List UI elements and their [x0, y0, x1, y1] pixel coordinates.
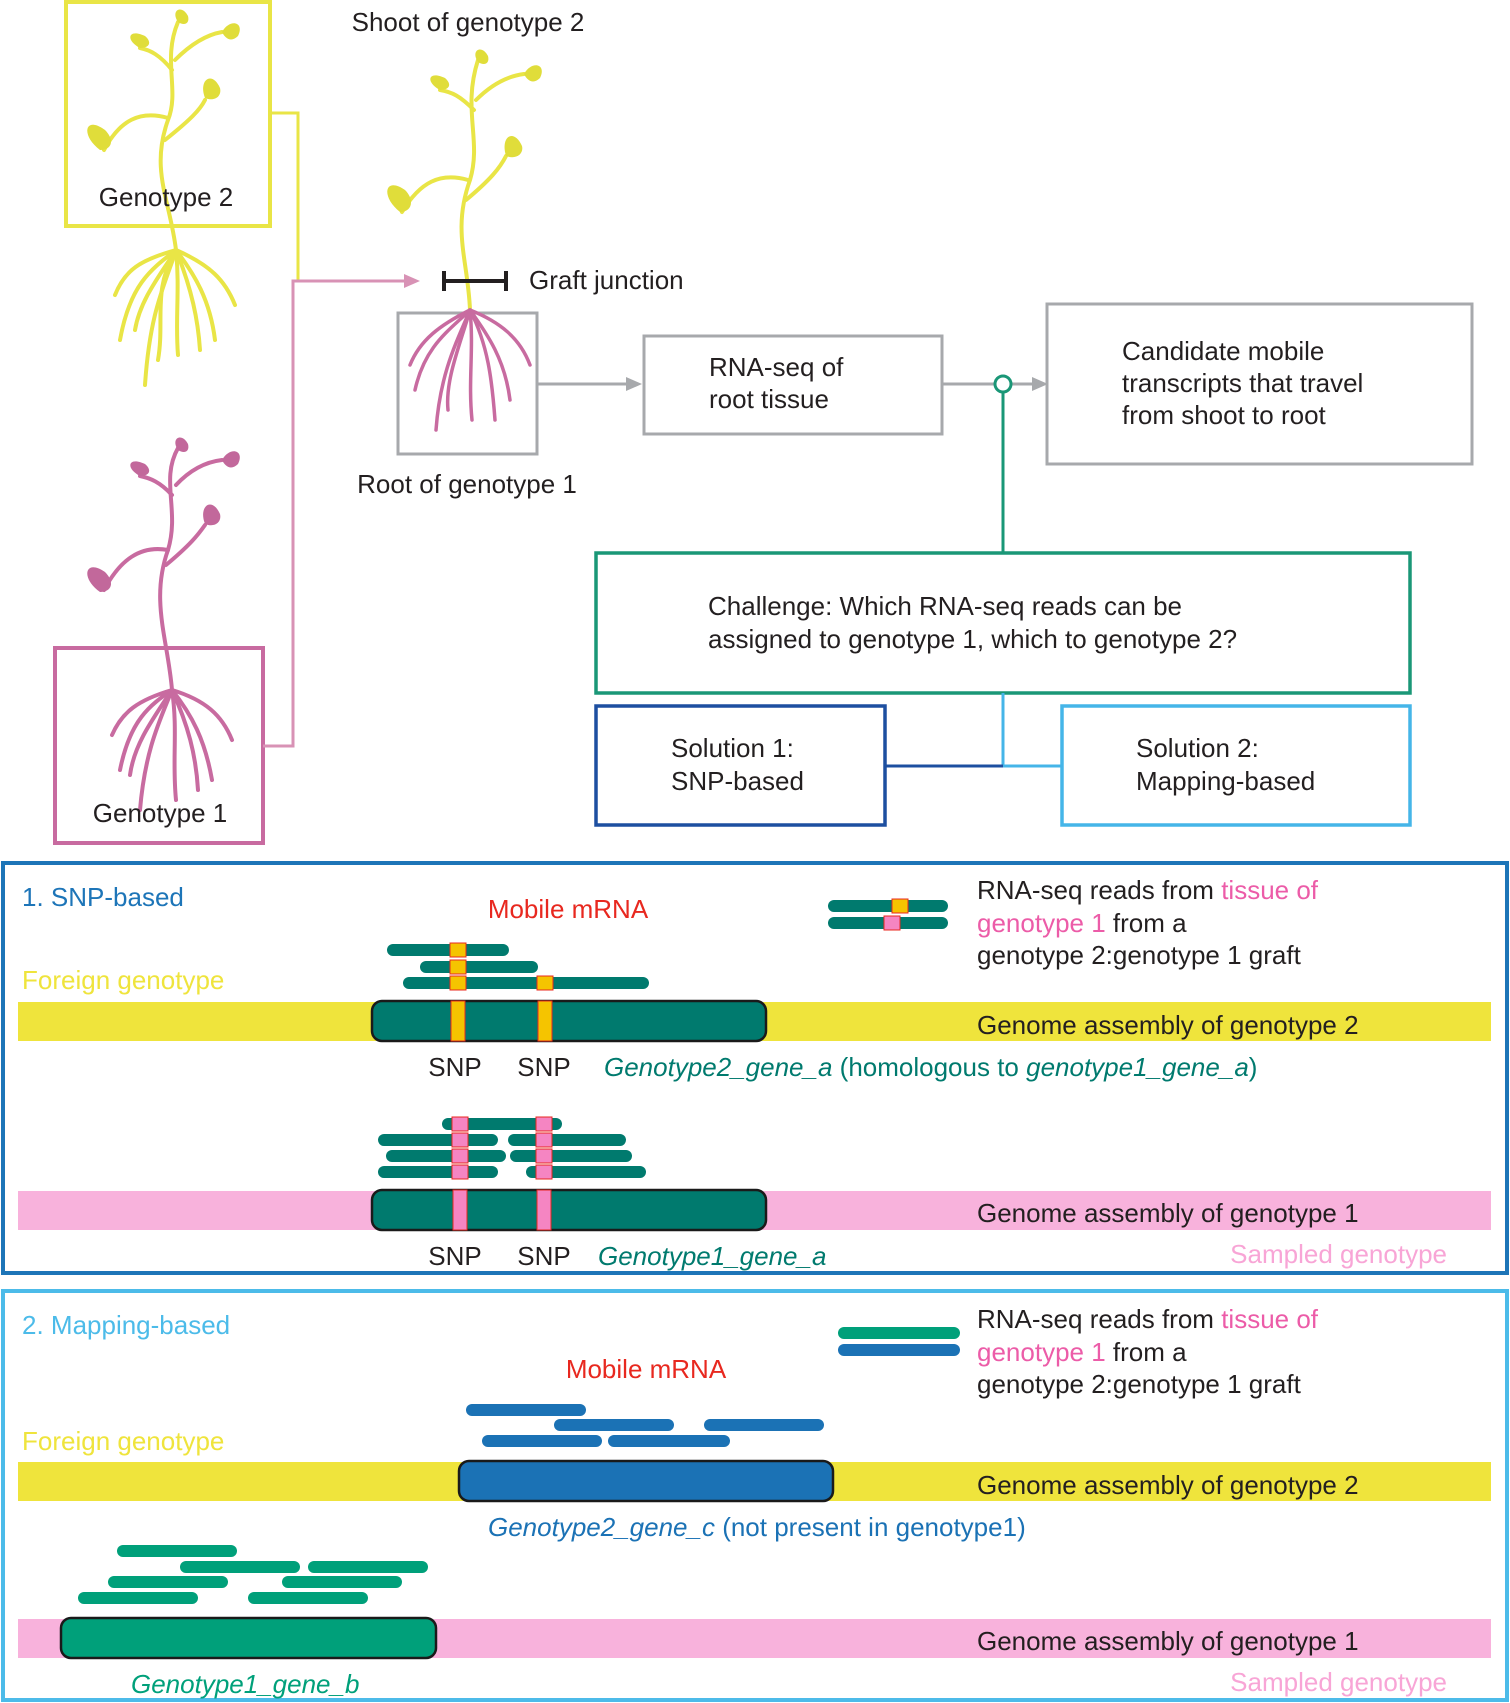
- genotype1-leaves: [87, 437, 240, 592]
- solution2-box: [1060, 704, 1412, 827]
- snp-label-gene1-a: SNP: [428, 1241, 481, 1271]
- solution1-box: [594, 704, 887, 827]
- mapping-mobile-mrna-label: Mobile mRNA: [566, 1354, 727, 1384]
- snp-panel-title: 1. SNP-based: [22, 882, 184, 912]
- snp-sampled-genotype-label: Sampled genotype: [1230, 1239, 1447, 1269]
- candidate-box-line2: transcripts that travel: [1122, 368, 1363, 398]
- genotype1-box-label: Genotype 1: [93, 798, 227, 828]
- snp-marker-gene2-a: [450, 1000, 466, 1042]
- snp-legend-line2: genotype 1 from a: [977, 908, 1187, 938]
- candidate-box-line3: from shoot to root: [1122, 400, 1327, 430]
- rnaseq-box-line2: root tissue: [709, 384, 829, 414]
- graft-arrowhead: [404, 274, 420, 288]
- snp-genotype1-gene: [370, 1188, 768, 1232]
- snp-label-gene1-b: SNP: [517, 1241, 570, 1271]
- mapping-genotype1-gene: [59, 1616, 438, 1660]
- mapping-gene1-caption: Genotype1_gene_b: [131, 1669, 359, 1699]
- genotype2-leaves: [87, 9, 240, 150]
- snp-gene1-caption: Genotype1_gene_a: [598, 1241, 826, 1271]
- snp-marker-gene1-b: [536, 1189, 552, 1231]
- mapping-gene2-caption: Genotype2_gene_c (not present in genotyp…: [488, 1512, 1026, 1542]
- mapping-assembly2-label: Genome assembly of genotype 2: [977, 1470, 1359, 1500]
- mapping-assembly1-label: Genome assembly of genotype 1: [977, 1626, 1359, 1656]
- mapping-genotype2-gene: [457, 1459, 835, 1503]
- mapping-panel-title: 2. Mapping-based: [22, 1310, 230, 1340]
- snp-legend-reads: [828, 898, 948, 931]
- mapping-foreign-genotype-label: Foreign genotype: [22, 1426, 224, 1456]
- snp-legend-line1: RNA-seq reads from tissue of: [977, 875, 1319, 905]
- rnaseq-arrowhead: [626, 377, 642, 391]
- mapping-legend-reads: [838, 1327, 960, 1356]
- solution2-box-line1: Solution 2:: [1136, 733, 1259, 763]
- genotype2-connector: [270, 111, 300, 280]
- snp-genotype2-reads: [387, 942, 649, 991]
- snp-label-gene2-b: SNP: [517, 1052, 570, 1082]
- snp-genotype2-gene: [370, 999, 768, 1043]
- snp-genotype1-reads: [378, 1116, 646, 1180]
- mapping-genotype1-reads: [78, 1545, 428, 1604]
- mapping-genotype2-reads: [466, 1404, 824, 1447]
- mapping-sampled-genotype-label: Sampled genotype: [1230, 1667, 1447, 1697]
- solution2-box-line2: Mapping-based: [1136, 766, 1315, 796]
- genotype1-plant-illustration: [102, 446, 234, 812]
- rnaseq-box-line1: RNA-seq of: [709, 352, 844, 382]
- root-label: Root of genotype 1: [357, 469, 577, 499]
- snp-gene2-caption: Genotype2_gene_a (homologous to genotype…: [604, 1052, 1257, 1082]
- snp-mobile-mrna-label: Mobile mRNA: [488, 894, 649, 924]
- mapping-legend-line2: genotype 1 from a: [977, 1337, 1187, 1367]
- shoot-label: Shoot of genotype 2: [352, 7, 585, 37]
- grafted-root-illustration: [408, 308, 532, 432]
- solution1-box-line1: Solution 1:: [671, 733, 794, 763]
- mapping-legend-line3: genotype 2:genotype 1 graft: [977, 1369, 1302, 1399]
- snp-marker-gene1-a: [452, 1189, 468, 1231]
- snp-foreign-genotype-label: Foreign genotype: [22, 965, 224, 995]
- root-box: [396, 311, 539, 456]
- graft-junction-label: Graft junction: [529, 265, 684, 295]
- mapping-legend-line1: RNA-seq reads from tissue of: [977, 1304, 1319, 1334]
- snp-marker-gene2-b: [537, 1000, 553, 1042]
- candidate-arrowhead: [1032, 377, 1048, 391]
- genotype2-box-label: Genotype 2: [99, 182, 233, 212]
- genotype1-connector: [263, 279, 410, 748]
- snp-assembly2-label: Genome assembly of genotype 2: [977, 1010, 1359, 1040]
- challenge-box-line1: Challenge: Which RNA-seq reads can be: [708, 591, 1182, 621]
- challenge-box: [594, 551, 1412, 695]
- challenge-box-line2: assigned to genotype 1, which to genotyp…: [708, 624, 1237, 654]
- grafted-shoot-leaves: [387, 49, 542, 212]
- solution1-box-line2: SNP-based: [671, 766, 804, 796]
- snp-label-gene2-a: SNP: [428, 1052, 481, 1082]
- snp-assembly1-label: Genome assembly of genotype 1: [977, 1198, 1359, 1228]
- graft-junction-marker: [442, 271, 508, 291]
- challenge-node: [993, 374, 1013, 394]
- snp-legend-line3: genotype 2:genotype 1 graft: [977, 940, 1302, 970]
- candidate-box-line1: Candidate mobile: [1122, 336, 1324, 366]
- candidate-box: [1045, 302, 1474, 466]
- grafted-shoot-illustration: [400, 58, 526, 312]
- snp-panel: [1, 861, 1509, 1275]
- genotype2-plant-illustration: [102, 20, 237, 387]
- mapping-panel: [1, 1289, 1509, 1702]
